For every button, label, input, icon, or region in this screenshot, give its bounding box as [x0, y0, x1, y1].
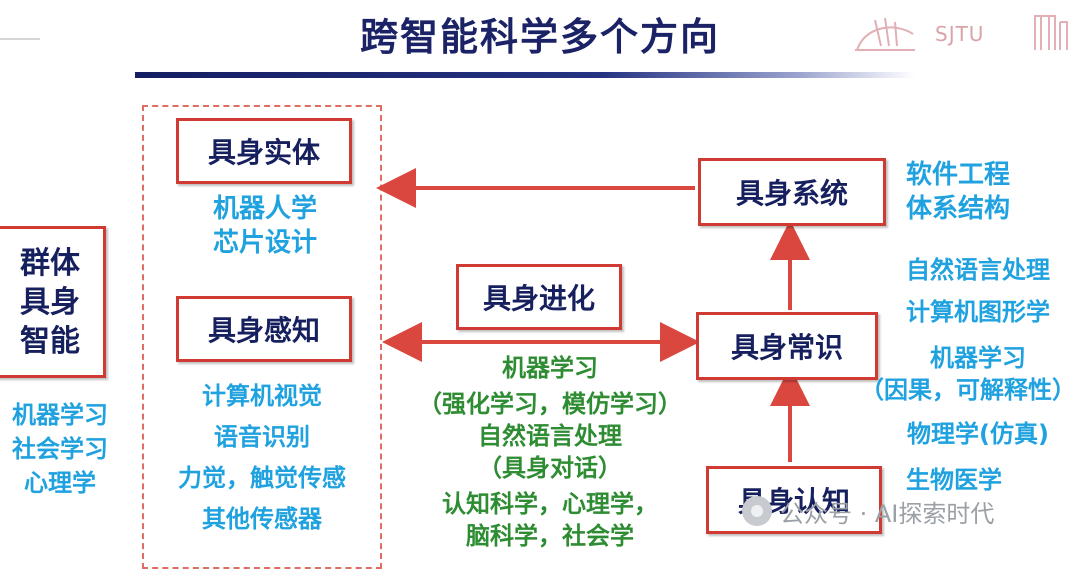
perception-label-3: 力觉，触觉传感 [178, 464, 346, 492]
evolution-label-6: 脑科学，社会学 [466, 522, 634, 550]
wechat-icon [742, 496, 772, 526]
arrows-layer [376, 168, 810, 462]
evolution-box-label: 具身进化 [482, 282, 595, 315]
left-label-2: 社会学习 [12, 435, 108, 463]
commonsense-label-6: 生物医学 [906, 466, 1002, 494]
evolution-label-5: 认知科学，心理学， [442, 490, 658, 518]
watermark-text: 公众号 · AI探索时代 [780, 499, 995, 528]
cognition-box: 具身认知 [706, 466, 882, 534]
evolution-label-2: （强化学习，模仿学习） [418, 390, 682, 418]
evolution-box: 具身进化 [456, 264, 622, 330]
group-box-label: 群体 具身 智能 [20, 245, 80, 359]
evolution-label-1: 机器学习 [502, 354, 598, 382]
left-label-1: 机器学习 [12, 401, 108, 429]
watermark: 公众号 · AI探索时代 [742, 494, 1052, 528]
left-label-3: 心理学 [24, 469, 96, 497]
commonsense-label-3: 机器学习 [930, 344, 1026, 372]
commonsense-label-2: 计算机图形学 [906, 298, 1050, 326]
entity-box-label: 具身实体 [207, 136, 320, 169]
perception-box-label: 具身感知 [207, 314, 320, 347]
entity-label-2: 芯片设计 [212, 228, 317, 258]
sjtu-logo [855, 15, 1068, 51]
perception-label-4: 其他传感器 [202, 505, 322, 533]
commonsense-box: 具身常识 [696, 312, 878, 380]
corner-line [0, 38, 40, 40]
evolution-label-3: 自然语言处理 [478, 422, 622, 450]
commonsense-label-1: 自然语言处理 [906, 256, 1050, 284]
commonsense-label-4: （因果，可解释性） [860, 376, 1076, 404]
sjtu-logo-text: SJTU [935, 22, 985, 46]
evolution-label-4: （具身对话） [478, 454, 622, 482]
entity-box: 具身实体 [176, 118, 352, 184]
system-box: 具身系统 [698, 158, 886, 226]
system-label-1: 软件工程 [906, 160, 1011, 190]
group-embodied-intelligence-box: 群体 具身 智能 [0, 226, 106, 378]
entity-label-1: 机器人学 [212, 194, 317, 224]
title-underline [135, 72, 915, 78]
system-label-2: 体系结构 [906, 194, 1011, 224]
commonsense-box-label: 具身常识 [730, 331, 843, 364]
perception-label-1: 计算机视觉 [202, 382, 322, 410]
commonsense-label-5: 物理学(仿真) [907, 420, 1049, 448]
perception-box: 具身感知 [176, 296, 352, 362]
perception-label-2: 语音识别 [214, 423, 310, 451]
page-title: 跨智能科学多个方向 [359, 15, 720, 59]
system-box-label: 具身系统 [735, 177, 848, 210]
